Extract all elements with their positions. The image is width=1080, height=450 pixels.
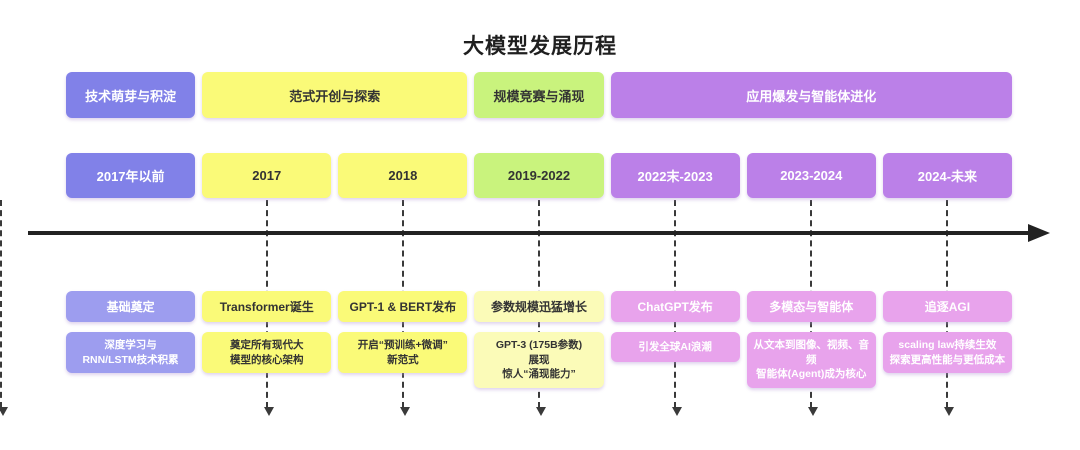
phase-header: 范式开创与探索 xyxy=(202,72,468,118)
event-box: 基础奠定 xyxy=(66,291,196,322)
description-box: GPT-3 (175B参数) 展现 惊人“涌现能力” xyxy=(474,332,604,389)
description-box: 深度学习与 RNN/LSTM技术积累 xyxy=(66,332,196,374)
period-box: 2023-2024 xyxy=(746,153,876,198)
phase-header: 技术萌芽与积淀 xyxy=(66,72,196,118)
description-box: 开启“预训练+微调” 新范式 xyxy=(338,332,468,374)
description-box: 从文本到图像、视频、音频 智能体(Agent)成为核心 xyxy=(746,332,876,389)
event-box: ChatGPT发布 xyxy=(610,291,740,322)
description-box: 奠定所有现代大 模型的核心架构 xyxy=(202,332,332,374)
period-box: 2017 xyxy=(202,153,332,198)
timeline-arrowhead-icon xyxy=(1028,224,1050,242)
event-row: 基础奠定 Transformer诞生 GPT-1 & BERT发布 参数规模迅猛… xyxy=(66,291,1012,322)
period-box: 2024-未来 xyxy=(882,153,1012,198)
period-box: 2017年以前 xyxy=(66,153,196,198)
timeline-axis xyxy=(28,231,1030,235)
event-box: 参数规模迅猛增长 xyxy=(474,291,604,322)
phase-header: 规模竞赛与涌现 xyxy=(474,72,604,118)
period-box: 2019-2022 xyxy=(474,153,604,198)
period-box: 2022末-2023 xyxy=(610,153,740,198)
phase-header-row: 技术萌芽与积淀 范式开创与探索 规模竞赛与涌现 应用爆发与智能体进化 xyxy=(66,72,1012,118)
column-connector-arrow xyxy=(0,200,8,416)
event-box: 多模态与智能体 xyxy=(746,291,876,322)
description-box: scaling law持续生效 探索更高性能与更低成本 xyxy=(882,332,1012,374)
diagram-title: 大模型发展历程 xyxy=(463,35,617,58)
phase-header: 应用爆发与智能体进化 xyxy=(610,72,1012,118)
event-box: Transformer诞生 xyxy=(202,291,332,322)
event-box: GPT-1 & BERT发布 xyxy=(338,291,468,322)
period-row: 2017年以前 2017 2018 2019-2022 2022末-2023 2… xyxy=(66,153,1012,198)
description-row: 深度学习与 RNN/LSTM技术积累 奠定所有现代大 模型的核心架构 开启“预训… xyxy=(66,332,1012,389)
period-box: 2018 xyxy=(338,153,468,198)
event-box: 追逐AGI xyxy=(882,291,1012,322)
description-box: 引发全球AI浪潮 xyxy=(610,332,740,362)
